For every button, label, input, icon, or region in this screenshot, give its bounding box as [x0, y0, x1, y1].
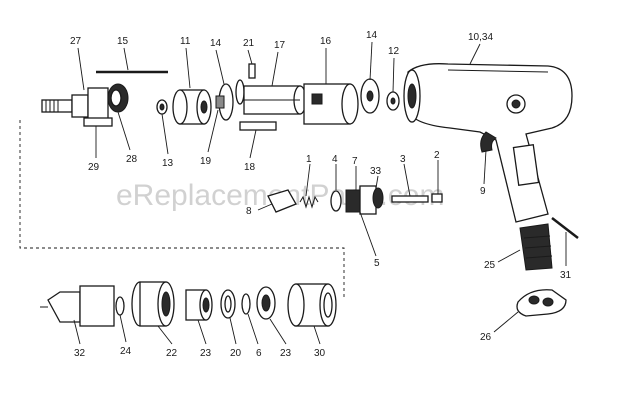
part-washer-24 — [115, 296, 125, 316]
part-bearing-12 — [386, 91, 400, 111]
part-collar-11 — [172, 89, 212, 125]
label-18: 18 — [244, 162, 256, 173]
part-washer-14-left — [235, 79, 245, 105]
part-snap-ring-6 — [241, 293, 251, 315]
part-labels: 27 15 11 14 21 17 16 14 12 10,34 29 28 1… — [70, 30, 572, 359]
label-25: 25 — [484, 260, 496, 271]
part-gear-ring-22 — [131, 281, 175, 327]
leader-lines — [73, 41, 567, 345]
label-5: 5 — [374, 258, 380, 269]
part-cup-30 — [287, 283, 337, 327]
part-washer-14-right — [360, 78, 380, 114]
label-20: 20 — [230, 348, 242, 359]
part-chuck-32 — [40, 285, 115, 327]
label-7: 7 — [352, 156, 358, 167]
label-24: 24 — [120, 346, 132, 357]
label-26: 26 — [480, 332, 492, 343]
label-12: 12 — [388, 46, 400, 57]
label-14-right: 14 — [366, 30, 378, 41]
label-9: 9 — [480, 186, 486, 197]
part-handle-block-25 — [519, 223, 553, 271]
label-10-34: 10,34 — [468, 32, 493, 43]
part-gear-23-right — [256, 286, 276, 320]
label-11: 11 — [180, 36, 191, 47]
part-nozzle-8 — [267, 189, 297, 213]
part-screw-2 — [431, 193, 443, 203]
part-ring-20 — [220, 289, 236, 319]
label-4: 4 — [332, 154, 338, 165]
part-housing-10-34 — [403, 63, 573, 223]
label-17: 17 — [274, 40, 286, 51]
part-blade-18 — [239, 121, 277, 131]
label-27: 27 — [70, 36, 82, 47]
label-32: 32 — [74, 348, 86, 359]
label-23-right: 23 — [280, 348, 292, 359]
label-13: 13 — [162, 158, 174, 169]
label-19: 19 — [200, 156, 212, 167]
part-plate-19 — [215, 83, 234, 121]
label-3: 3 — [400, 154, 406, 165]
part-valve-4 — [330, 190, 342, 212]
label-16: 16 — [320, 36, 332, 47]
part-chuck-spindle — [41, 87, 113, 127]
label-22: 22 — [166, 348, 178, 359]
part-rod-31 — [551, 217, 579, 239]
part-rotor-16 — [303, 83, 359, 125]
label-8: 8 — [246, 206, 252, 217]
label-2: 2 — [434, 150, 440, 161]
label-31: 31 — [560, 270, 572, 281]
label-30: 30 — [314, 348, 326, 359]
label-15: 15 — [117, 36, 129, 47]
part-pad-26 — [516, 289, 567, 317]
label-21: 21 — [243, 38, 255, 49]
label-1: 1 — [306, 154, 312, 165]
part-bushing-13 — [156, 99, 168, 115]
part-valve-stack-7-33 — [345, 185, 384, 215]
part-spring-1 — [299, 195, 319, 209]
label-6: 6 — [256, 348, 262, 359]
label-29: 29 — [88, 162, 100, 173]
label-33: 33 — [370, 166, 382, 177]
part-gear-23-left — [185, 289, 213, 321]
part-knurled-nut — [107, 83, 129, 113]
label-14-left: 14 — [210, 38, 222, 49]
label-23-left: 23 — [200, 348, 212, 359]
part-pin-21 — [248, 63, 256, 79]
label-28: 28 — [126, 154, 138, 165]
part-rod-3 — [391, 195, 429, 203]
part-trigger-9 — [480, 131, 497, 153]
part-cylinder-17 — [243, 85, 307, 115]
assembly-path — [19, 120, 345, 300]
